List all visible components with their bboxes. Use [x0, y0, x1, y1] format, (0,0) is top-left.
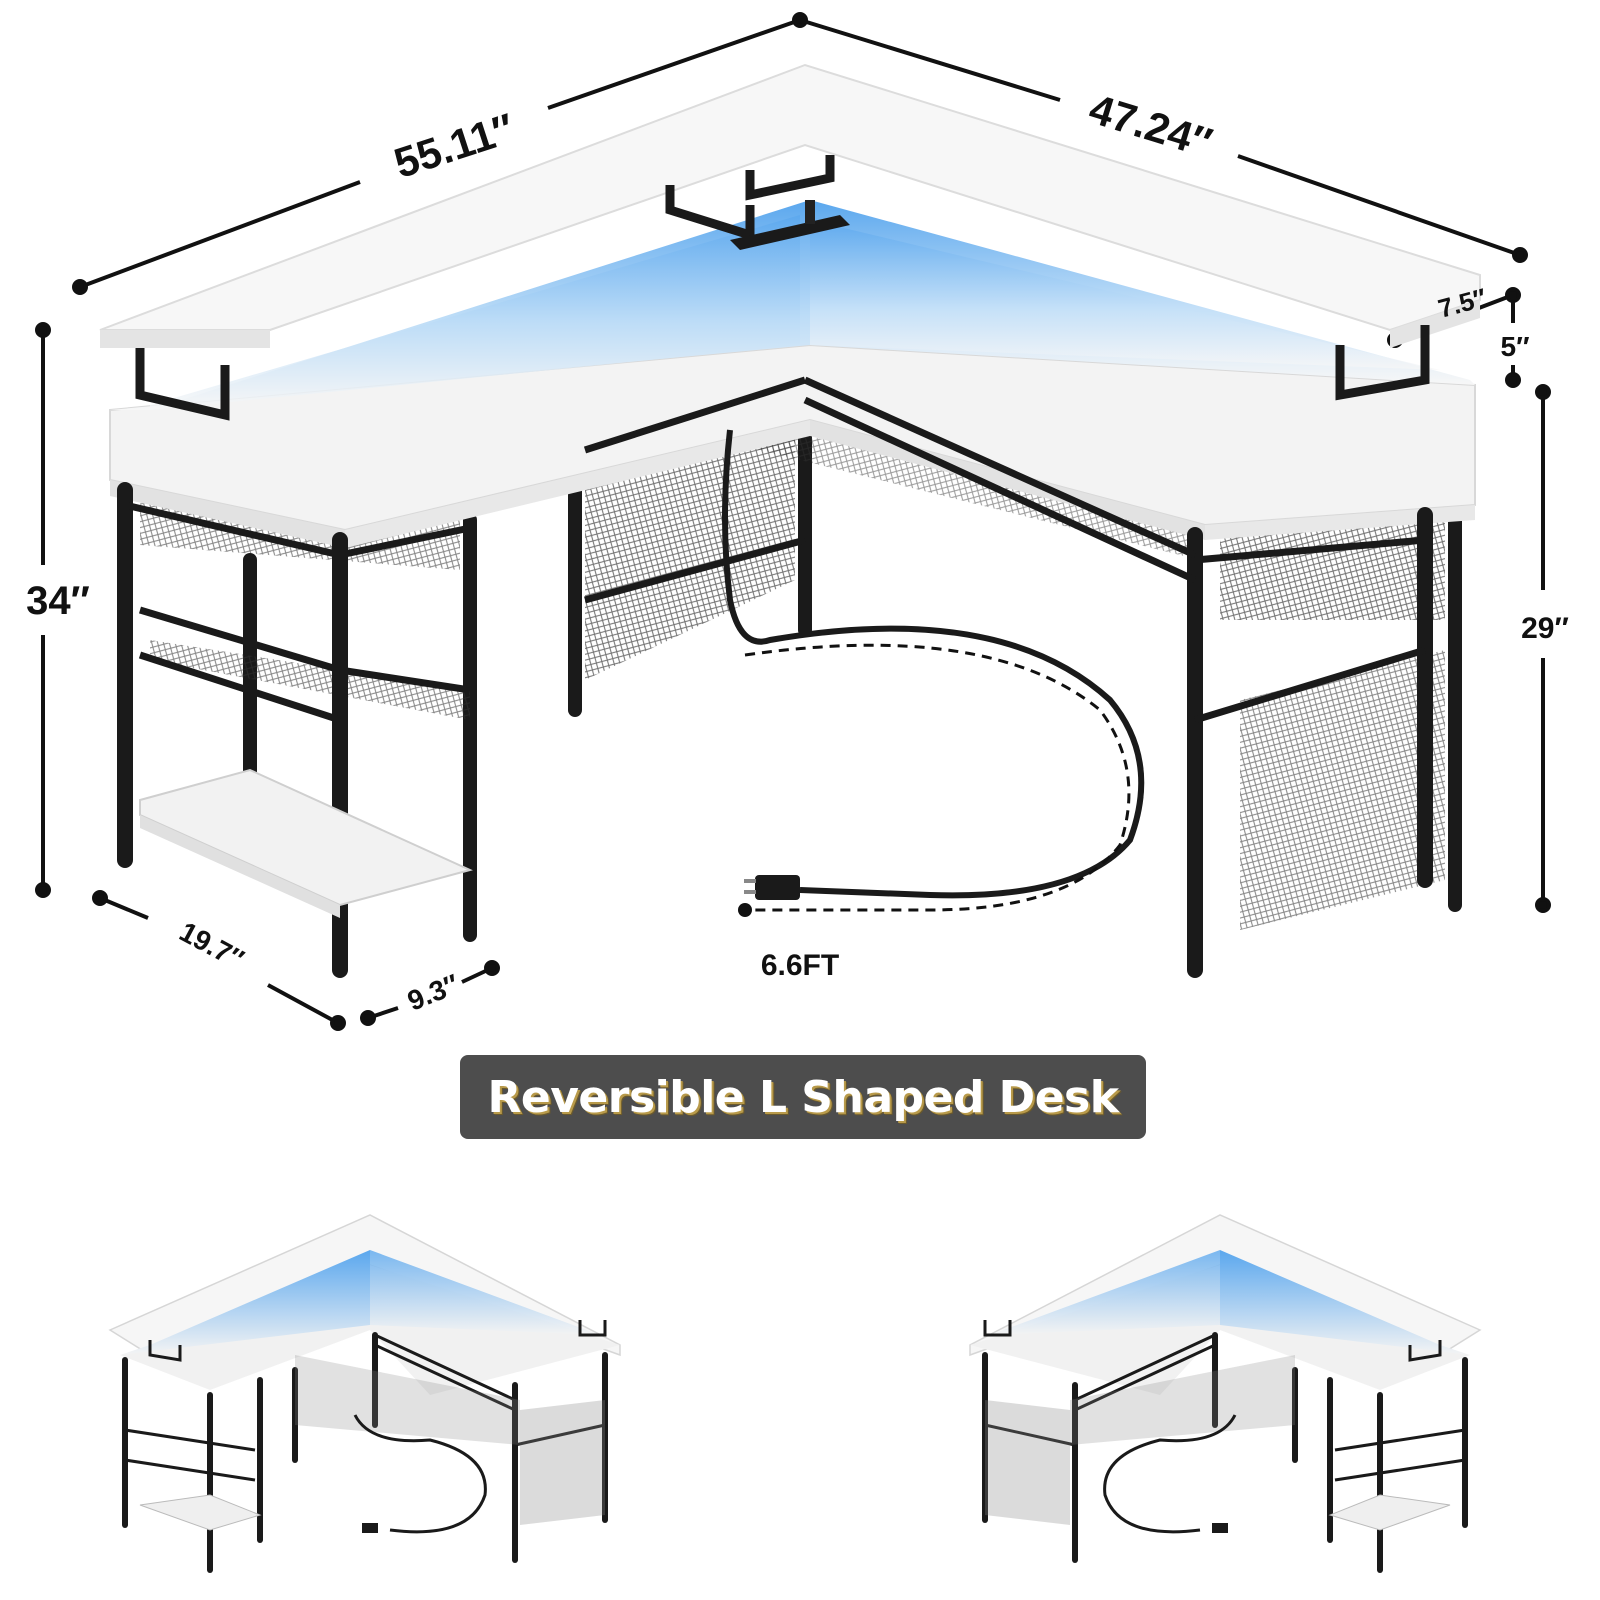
dim-side-shelf-width: 9.3″ [403, 968, 463, 1016]
thumbnail-right-return [969, 1214, 1482, 1573]
dim-desk-depth: 19.7″ [175, 916, 250, 975]
dim-desk-height: 29″ [1521, 612, 1569, 645]
l-desk-left-icon [108, 1214, 621, 1573]
dim-shelf-height: 5″ [1501, 331, 1530, 362]
l-desk-illustration [99, 63, 1481, 978]
banner-title: Reversible L Shaped Desk [487, 1071, 1119, 1123]
dim-cord-length: 6.6FT [761, 949, 839, 982]
dim-overall-height: 34″ [26, 579, 90, 623]
dim-top-left: 55.11″ [389, 104, 520, 187]
thumbnail-left-return [108, 1214, 621, 1573]
title-banner: Reversible L Shaped Desk [460, 1055, 1146, 1139]
dim-top-right: 47.24″ [1084, 85, 1218, 167]
plug-icon [744, 875, 800, 900]
l-desk-right-icon [969, 1214, 1482, 1573]
dimension-lines [35, 12, 1551, 1031]
